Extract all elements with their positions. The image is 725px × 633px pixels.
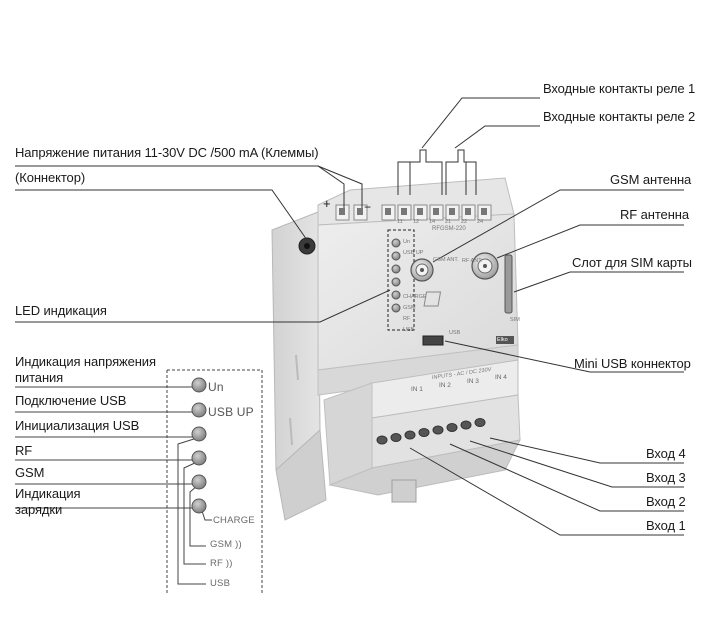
terminal-screw <box>413 204 428 221</box>
device-led <box>391 290 401 300</box>
terminal-number: 21 <box>445 219 452 225</box>
panel-caption-rf: RF )) <box>210 558 233 569</box>
panel-caption-usb-up: USB UP <box>208 405 254 419</box>
terminal-screw <box>461 204 476 221</box>
label-input1: Вход 1 <box>646 518 686 533</box>
input-terminal-screw <box>474 418 486 427</box>
led-label-charge: Индикация зарядки <box>15 486 81 517</box>
device-led-label: Un <box>403 239 411 245</box>
input-terminal-screw <box>404 430 416 440</box>
led-label-power: Индикация напряжения питания <box>15 354 156 385</box>
device-led <box>391 251 401 261</box>
gsm-antenna-connector <box>410 258 434 282</box>
input-terminal-screw <box>390 433 402 442</box>
terminal-screw <box>429 204 444 221</box>
leader-lines <box>15 97 684 536</box>
terminal-number: 14 <box>429 219 436 225</box>
device-usb: USB <box>449 330 461 336</box>
led-label-rf: RF <box>15 443 33 458</box>
panel-led <box>191 498 207 514</box>
device-led-label: USB UP <box>403 250 424 256</box>
led-label-usb-connect: Подключение USB <box>15 393 127 408</box>
panel-caption-charge: CHARGE <box>213 515 255 526</box>
panel-caption-rf-text: RF <box>210 558 224 569</box>
led-label-usb-init: Инициализация USB <box>15 418 140 433</box>
input-label: IN 3 <box>467 378 479 385</box>
terminal-number: 24 <box>477 219 484 225</box>
device-led-label: RF <box>403 316 411 322</box>
device-led-label: USB <box>403 327 415 333</box>
mini-usb-port <box>422 335 444 346</box>
input-terminal-row <box>376 418 486 445</box>
input-terminal-screw <box>418 428 430 437</box>
label-input4: Вход 4 <box>646 446 686 461</box>
device-brand: Elko <box>497 337 508 343</box>
terminal-screw <box>381 204 396 221</box>
label-relay2: Входные контакты реле 2 <box>543 109 696 124</box>
panel-led <box>191 377 207 393</box>
input-label: IN 4 <box>495 374 507 381</box>
label-power: Напряжение питания 11-30V DC /500 mA (Кл… <box>15 145 319 160</box>
panel-led <box>191 450 207 466</box>
input-terminal-screw <box>446 423 458 432</box>
brand-plate <box>496 336 514 344</box>
terminal-screw <box>397 204 412 221</box>
input-label: IN 2 <box>439 382 451 389</box>
device-led <box>391 303 401 313</box>
label-input3: Вход 3 <box>646 470 686 485</box>
terminal-screw <box>335 204 350 221</box>
device-led <box>391 238 401 248</box>
input-label: IN 1 <box>411 386 423 393</box>
terminal-screw <box>445 204 460 221</box>
terminal-screw <box>353 204 368 221</box>
device-gsm-ant: GSM ANT. <box>433 257 459 263</box>
device-led-column <box>387 229 415 331</box>
panel-led <box>191 474 207 490</box>
panel-caption-un: Un <box>208 380 224 394</box>
led-label-gsm: GSM <box>15 465 45 480</box>
sim-slot <box>504 254 513 314</box>
input-terminal-screw <box>460 420 472 430</box>
device-plus: + <box>323 196 331 211</box>
terminal-number: 22 <box>461 219 468 225</box>
rf-antenna-connector <box>471 252 499 280</box>
panel-caption-gsm-text: GSM <box>210 539 233 550</box>
device-minus: − <box>364 200 371 214</box>
device-logo-mark <box>423 291 442 307</box>
device-body <box>271 177 521 521</box>
terminal-block <box>335 204 492 221</box>
device-led <box>391 277 401 287</box>
device-rf-ant: RF ANT. <box>462 258 483 264</box>
panel-caption-usb: USB <box>210 578 231 589</box>
label-mini-usb: Mini USB коннектор <box>574 356 691 371</box>
device-led <box>391 264 401 274</box>
terminal-number: 11 <box>397 219 403 225</box>
terminal-number: 12 <box>413 219 420 225</box>
device-sim: SIM <box>510 317 520 323</box>
led-panel <box>15 369 263 595</box>
input-terminal-screw <box>432 425 444 435</box>
label-sim-slot: Слот для SIM карты <box>572 255 692 270</box>
label-input2: Вход 2 <box>646 494 686 509</box>
label-gsm-antenna: GSM антенна <box>610 172 692 187</box>
panel-caption-gsm: GSM )) <box>210 539 242 550</box>
panel-led <box>191 426 207 442</box>
label-led: LED индикация <box>15 303 107 318</box>
panel-led <box>191 402 207 418</box>
input-terminal-screw <box>376 435 388 445</box>
wireless-signal-icon: )) <box>225 558 233 569</box>
label-relay1: Входные контакты реле 1 <box>543 81 696 96</box>
wireless-signal-icon: )) <box>235 539 242 550</box>
device-led-label: GSM <box>403 305 416 311</box>
label-connector: (Коннектор) <box>15 170 86 185</box>
terminal-screw <box>477 204 492 221</box>
device-led-label: CHARGE <box>403 294 427 300</box>
device-model: RFGSM-220 <box>432 226 466 232</box>
label-rf-antenna: RF антенна <box>620 207 689 222</box>
